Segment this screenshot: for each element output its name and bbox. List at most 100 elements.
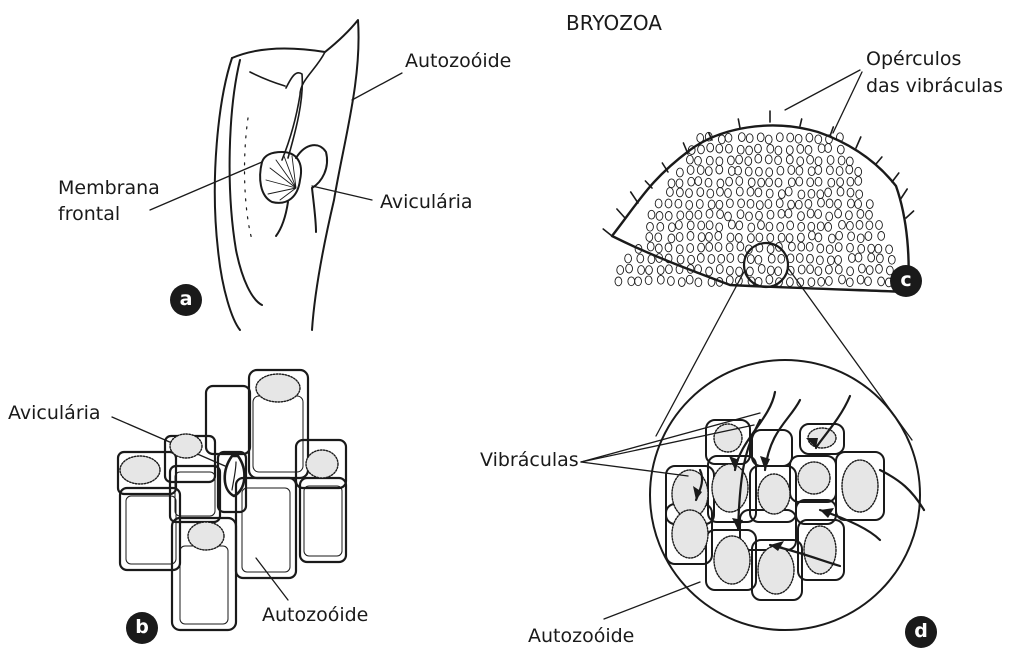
dome-zooid-cell [807, 178, 814, 187]
dome-zooid-cell [805, 146, 812, 155]
speckled-polypide [672, 510, 708, 558]
label-avicularia-a: Aviculária [380, 191, 473, 213]
speckled-polypide [306, 450, 338, 478]
dome-zooid-cell [815, 157, 822, 166]
dome-zooid-cell [676, 221, 683, 230]
speckled-polypide [758, 474, 790, 514]
dome-zooid-cell [727, 199, 734, 208]
label-vibracula-d: Vibráculas [480, 449, 579, 471]
dome-zooid-cell [748, 223, 755, 232]
dome-zooid-cell [806, 242, 813, 251]
speckled-polypide [798, 462, 830, 494]
dome-zooid-cell [798, 233, 805, 242]
speckled-polypide [758, 546, 794, 594]
dome-zooid-cell [866, 200, 873, 209]
dome-zooid-cell [667, 188, 674, 197]
dome-zooid-cell [675, 199, 682, 208]
dome-zooid-cell [766, 178, 773, 187]
speckled-polypide [188, 522, 224, 550]
dome-zooid-cell [856, 190, 863, 199]
dome-zooid-cell [655, 233, 662, 242]
dome-zooid-cell [756, 233, 763, 242]
dome-zooid-cell [686, 275, 693, 284]
dome-zooid-cell [847, 267, 854, 276]
dome-zooid-cell [826, 265, 833, 274]
dome-zooid-cell [826, 199, 833, 208]
dome-zooid-cell [808, 189, 815, 198]
colony-drawing-b [118, 370, 346, 630]
dome-zooid-cell [808, 278, 815, 287]
dome-zooid-cell [668, 277, 675, 286]
dome-zooid-cell [767, 233, 774, 242]
dome-zooid-cell [677, 168, 684, 177]
dome-zooid-cell [886, 245, 893, 254]
dome-zooid-cell [815, 210, 822, 219]
dome-zooid-cell [686, 201, 693, 210]
vibraculum-operculum [876, 157, 882, 164]
dome-zooid-cell [775, 178, 782, 187]
dome-zooid-cell [646, 233, 653, 242]
dome-zooid-cell [795, 200, 802, 209]
dome-zooid-cell [718, 135, 725, 144]
speckled-polypide [804, 526, 836, 574]
dome-zooid-cell [687, 155, 694, 164]
label-opercula-line1-c: Opérculos [866, 48, 961, 70]
dome-zooid-cell [695, 278, 702, 287]
dome-zooid-cell [888, 255, 895, 264]
dome-zooid-cell [725, 189, 732, 198]
dome-zooid-cell [837, 178, 844, 187]
avicularium-b [225, 456, 245, 496]
dome-zooid-cell [736, 187, 743, 196]
dome-zooid-cell [637, 254, 644, 263]
dome-zooid-cell [738, 199, 745, 208]
dome-zooid-cell [866, 266, 873, 275]
dome-zooid-cell [775, 267, 782, 276]
dome-zooid-cell [815, 177, 822, 186]
dome-zooid-cell [788, 200, 795, 209]
dome-zooid-cell [826, 277, 833, 286]
dome-zooid-cell [777, 223, 784, 232]
dome-zooid-cell [677, 255, 684, 264]
dome-zooid-cell [687, 221, 694, 230]
dome-zooid-cell [695, 156, 702, 165]
dome-zooid-cell [825, 188, 832, 197]
dome-zooid-cell [736, 155, 743, 164]
dome-zooid-cell [736, 177, 743, 186]
dome-zooid-cell [855, 167, 862, 176]
dome-zooid-cell [815, 166, 822, 175]
dome-zooid-cell [866, 211, 873, 220]
dome-zooid-cell [876, 221, 883, 230]
dome-zooid-cell [617, 266, 624, 275]
dome-zooid-cell [855, 253, 862, 262]
dome-zooid-cell [827, 166, 834, 175]
dome-zooid-cell [805, 200, 812, 209]
dome-zooid-cell [697, 134, 704, 143]
dome-zooid-cell [865, 232, 872, 241]
dome-zooid-cell [727, 254, 734, 263]
dome-zooid-cell [656, 212, 663, 221]
dome-zooid-cell [717, 187, 724, 196]
dome-zooid-cell [708, 255, 715, 264]
dome-zooid-cell [849, 254, 856, 263]
frontal-membrane-a [245, 118, 252, 240]
dome-zooid-cell [846, 157, 853, 166]
dome-zooid-cell [735, 234, 742, 243]
dome-zooid-cell [859, 264, 866, 273]
dome-zooid-cell [747, 187, 754, 196]
dome-zooid-cell [875, 244, 882, 253]
dome-zooid-cell [755, 255, 762, 264]
dome-zooid-cell [646, 266, 653, 275]
dome-zooid-cell [808, 222, 815, 231]
dome-zooid-cell [795, 134, 802, 143]
dome-zooid-cell [745, 157, 752, 166]
dome-zooid-cell [628, 277, 635, 286]
dome-zooid-cell [835, 265, 842, 274]
dome-zooid-cell [755, 144, 762, 153]
dome-zooid-cell [786, 234, 793, 243]
dome-zooid-cell [846, 278, 853, 287]
dome-zooid-cell [747, 267, 754, 276]
dome-zooid-cell [707, 143, 714, 152]
dome-zooid-cell [725, 212, 732, 221]
dome-zooid-cell [665, 212, 672, 221]
vibraculum-operculum [856, 137, 861, 148]
